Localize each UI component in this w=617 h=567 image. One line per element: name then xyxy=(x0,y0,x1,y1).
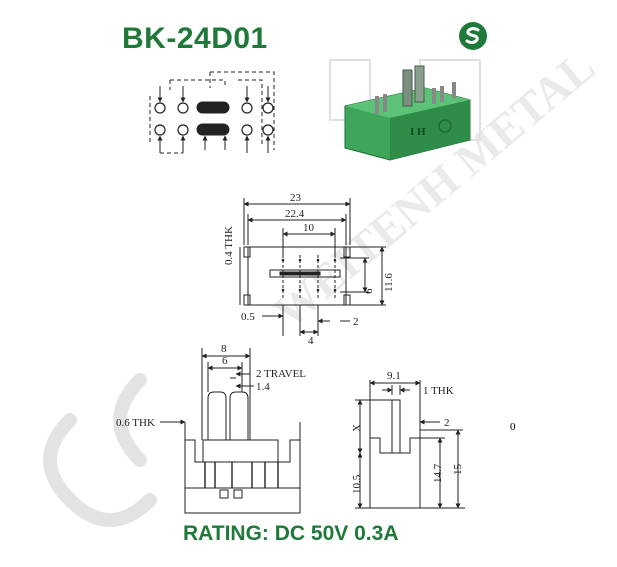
dim-0-4-thk: 0.4 THK xyxy=(223,226,235,265)
dim-10: 10 xyxy=(303,222,315,234)
dim-15: 15 xyxy=(452,464,464,476)
dim-14-7: 14.7 xyxy=(432,463,444,483)
dim-9-1: 9.1 xyxy=(387,370,401,382)
dim-11-6: 11.6 xyxy=(383,273,395,292)
dim-22-4: 22.4 xyxy=(285,208,305,220)
dim-0-6-thk: 0.6 THK xyxy=(116,417,155,429)
dim-2-travel: 2 TRAVEL xyxy=(256,368,306,380)
product-marking: I H xyxy=(410,126,426,138)
page-title: BK-24D01 xyxy=(122,22,268,55)
rating-text: RATING: DC 50V 0.3A xyxy=(183,522,399,545)
top-view xyxy=(239,198,386,336)
dim-23: 23 xyxy=(290,192,302,204)
dim-10-5: 10.5 xyxy=(351,474,363,494)
dim-6: 6 xyxy=(363,288,375,294)
side-view xyxy=(355,380,465,509)
dim-6b: 6 xyxy=(222,355,228,367)
dim-2-side: 2 xyxy=(444,417,450,429)
dim-2-top: 2 xyxy=(353,316,359,328)
dim-4: 4 xyxy=(308,335,314,347)
brand-logo-icon xyxy=(459,22,487,50)
stray-mark: 0 xyxy=(510,421,516,433)
dim-0-5: 0.5 xyxy=(241,311,255,323)
switch-schematic xyxy=(149,71,275,154)
dim-8: 8 xyxy=(221,343,227,355)
dim-x: X xyxy=(351,424,363,432)
dim-1-thk: 1 THK xyxy=(423,385,454,397)
product-render: I H xyxy=(344,65,471,161)
front-view xyxy=(160,348,301,514)
dim-1-4: 1.4 xyxy=(256,381,270,393)
